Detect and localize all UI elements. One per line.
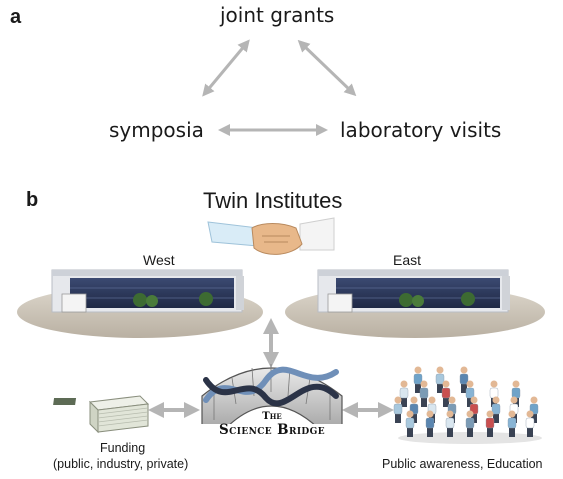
crowd-person bbox=[425, 410, 435, 437]
crowd-person bbox=[525, 410, 535, 437]
crowd-person bbox=[465, 410, 475, 437]
science-bridge-emblem bbox=[200, 364, 344, 446]
public-awareness-caption: Public awareness, Education bbox=[382, 457, 543, 471]
dna-helix-strand-1 bbox=[203, 366, 339, 403]
dna-helix-strand-2 bbox=[203, 377, 339, 407]
crowd-person bbox=[465, 380, 475, 407]
bridge-sign-plate bbox=[200, 424, 344, 446]
panel-a-letter: a bbox=[10, 6, 22, 28]
funding-money-stack-icon bbox=[53, 395, 150, 434]
crowd-person bbox=[459, 366, 469, 393]
west-tree bbox=[133, 293, 147, 307]
twin-institutes-title: Twin Institutes bbox=[203, 188, 343, 213]
crowd-person bbox=[445, 410, 455, 437]
panel-b-letter: b bbox=[26, 189, 39, 211]
arrow-grants-lab-visits bbox=[297, 39, 357, 97]
east-institute bbox=[285, 269, 545, 338]
bridge-sign-the: The bbox=[262, 411, 282, 422]
handshake-illustration bbox=[207, 217, 335, 255]
crowd-person bbox=[491, 396, 501, 423]
crowd-person bbox=[405, 410, 415, 437]
bridge-sign: The Science Bridge bbox=[200, 411, 344, 438]
funding-caption-detail: (public, industry, private) bbox=[53, 457, 189, 471]
east-tree bbox=[399, 293, 413, 307]
west-institute bbox=[17, 269, 263, 338]
arrow-grants-symposia bbox=[202, 39, 250, 97]
node-laboratory-visits: laboratory visits bbox=[340, 118, 502, 142]
crowd-person bbox=[419, 380, 429, 407]
crowd-person bbox=[485, 410, 495, 437]
crowd-person bbox=[393, 396, 403, 423]
crowd-person bbox=[409, 396, 419, 423]
node-symposia: symposia bbox=[109, 118, 204, 142]
public-crowd-icon bbox=[393, 366, 542, 444]
crowd-person bbox=[413, 366, 423, 393]
crowd-person bbox=[507, 410, 517, 437]
west-label: West bbox=[143, 252, 175, 268]
crowd-person bbox=[435, 366, 445, 393]
node-joint-grants: joint grants bbox=[220, 3, 335, 27]
funding-caption-title: Funding bbox=[100, 441, 146, 455]
crowd-person bbox=[399, 380, 409, 407]
bridge-arch bbox=[201, 367, 343, 429]
bridge-sign-title: Science Bridge bbox=[219, 422, 325, 438]
cycle-arrows bbox=[202, 39, 357, 136]
east-label: East bbox=[393, 252, 422, 268]
crowd-person bbox=[441, 380, 451, 407]
